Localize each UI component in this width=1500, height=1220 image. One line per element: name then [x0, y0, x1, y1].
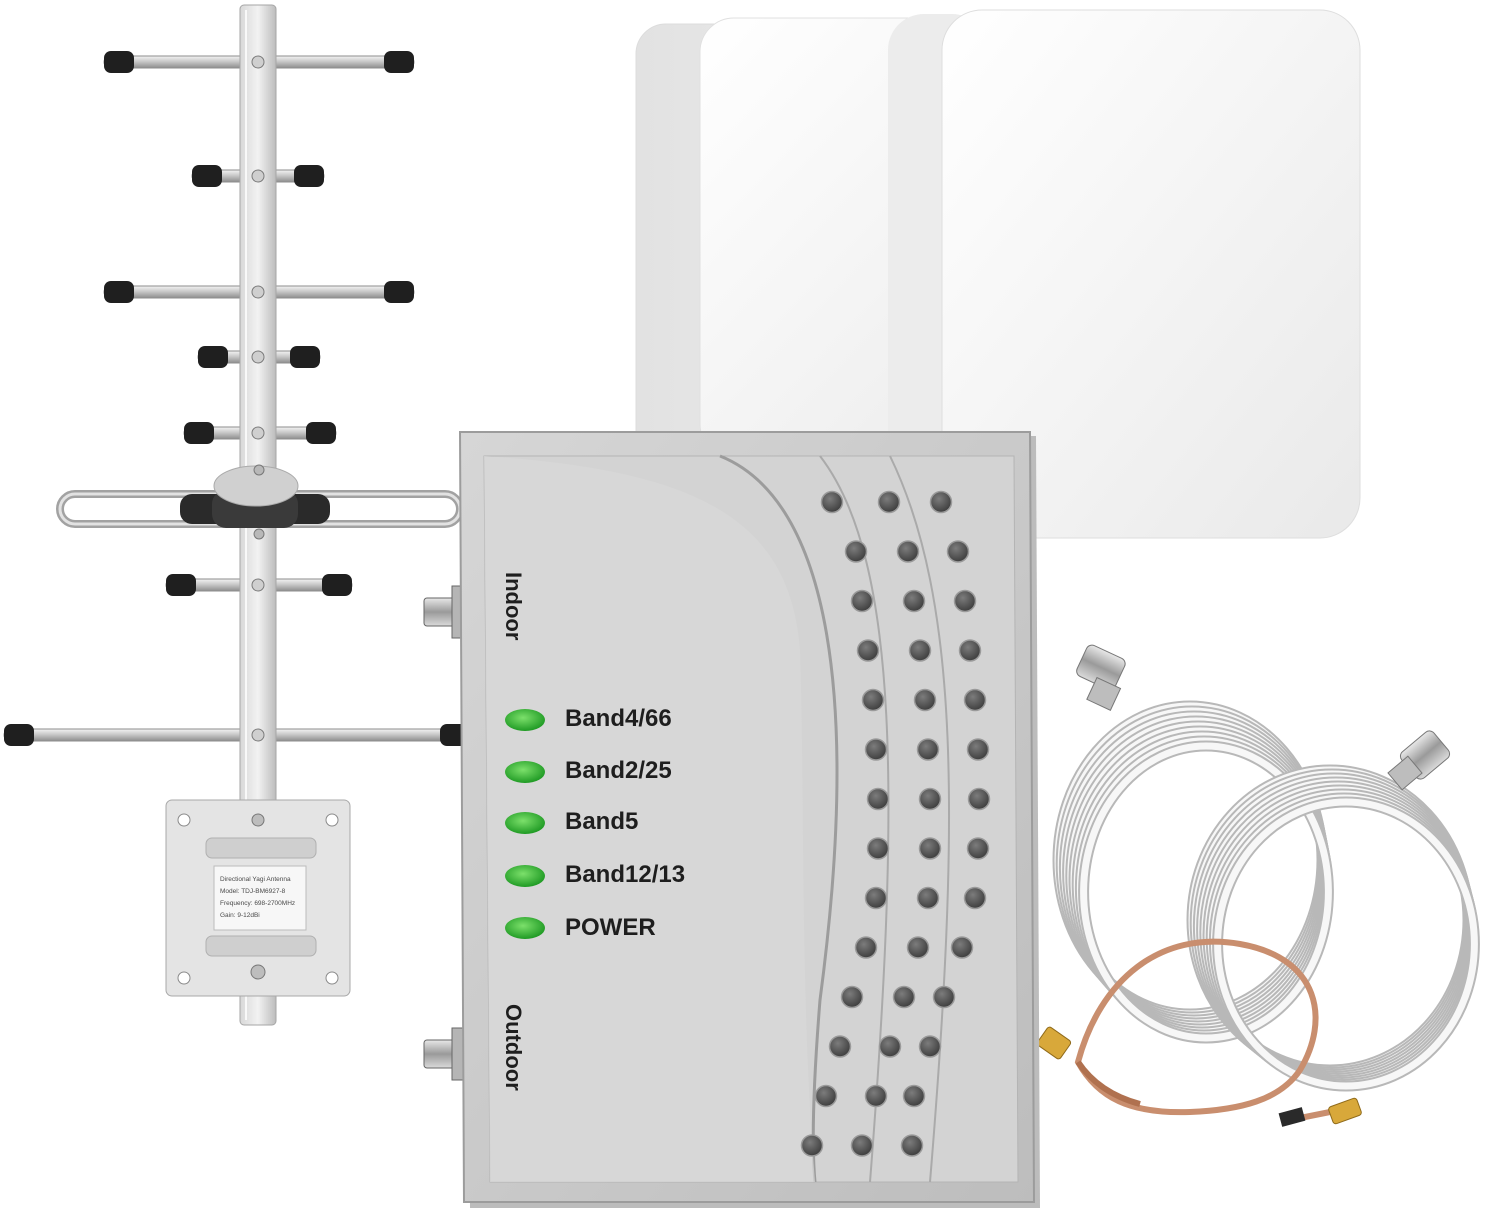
label-band12-13: Band12/13	[565, 861, 685, 888]
vent-hole	[953, 589, 977, 613]
yagi-bolt	[251, 350, 265, 364]
vent-hole	[844, 540, 868, 563]
vent-hole	[866, 787, 890, 811]
vent-hole	[918, 1035, 942, 1058]
indoor-port-label: Indoor	[501, 572, 526, 641]
yagi-outdoor-antenna: Directional Yagi Antenna Model: TDJ-BM69…	[3, 4, 471, 1026]
indicator-band4-66: Band4/66	[505, 705, 672, 732]
label-band4-66: Band4/66	[565, 705, 672, 732]
vent-hole	[864, 886, 888, 910]
cable-loop-highlight	[1214, 798, 1478, 1090]
vent-hole	[966, 837, 990, 860]
vent-hole	[800, 1134, 824, 1157]
label-power: POWER	[565, 914, 656, 941]
vent-hole	[854, 936, 878, 959]
booster-ventilation-holes	[800, 490, 991, 1157]
vent-hole	[908, 639, 932, 662]
vent-hole	[902, 1084, 926, 1108]
yagi-sticker-line-4: Gain: 9-12dBi	[220, 912, 260, 919]
vent-hole	[892, 985, 916, 1009]
yagi-sticker-line-3: Frequency: 698-2700MHz	[220, 900, 295, 907]
vent-hole	[950, 936, 974, 959]
vent-hole	[929, 490, 953, 514]
n-connector-2	[1387, 730, 1451, 791]
vent-hole	[878, 1035, 902, 1058]
yagi-bolts	[251, 55, 265, 742]
yagi-elements	[3, 51, 471, 746]
yagi-bolt	[251, 55, 265, 69]
n-connector-1	[1076, 644, 1126, 711]
yagi-bolt	[251, 169, 265, 183]
vent-hole	[932, 985, 956, 1009]
panel-antenna-front	[888, 9, 1361, 539]
vent-hole	[906, 936, 930, 959]
vent-hole	[918, 787, 942, 811]
yagi-bolt	[251, 426, 265, 440]
yagi-bolt	[251, 285, 265, 299]
vent-hole	[963, 688, 987, 712]
led-band4-66	[505, 709, 545, 731]
vent-hole	[814, 1084, 838, 1108]
vent-hole	[900, 1134, 924, 1157]
indoor-panel-antennas	[635, 9, 1361, 539]
led-band5	[505, 812, 545, 834]
coax-cable-coil-large	[1052, 700, 1334, 1044]
coax-cable-coils	[1036, 644, 1480, 1127]
yagi-sticker-line-1: Directional Yagi Antenna	[220, 876, 291, 883]
indicator-band2-25: Band2/25	[505, 757, 672, 784]
vent-hole	[913, 688, 937, 712]
signal-booster-unit: Indoor Outdoor Band4/66 Band2/25 Band5 B…	[423, 431, 1040, 1208]
sma-pigtail-cable	[1036, 938, 1362, 1127]
vent-hole	[902, 589, 926, 613]
vent-hole	[877, 490, 901, 514]
label-band5: Band5	[565, 808, 638, 835]
vent-hole	[896, 540, 920, 563]
vent-hole	[850, 1134, 874, 1157]
yagi-director-7	[3, 724, 471, 746]
yagi-driven-dipole	[56, 464, 464, 540]
vent-hole	[861, 688, 885, 712]
yagi-mounting-plate: Directional Yagi Antenna Model: TDJ-BM69…	[165, 799, 351, 997]
vent-hole	[856, 639, 880, 662]
yagi-sticker-line-2: Model: TDJ-BM6927-8	[220, 888, 286, 895]
vent-hole	[918, 837, 942, 860]
vent-hole	[866, 837, 890, 860]
vent-hole	[850, 589, 874, 613]
led-band2-25	[505, 761, 545, 783]
vent-hole	[966, 738, 990, 761]
vent-hole	[916, 886, 940, 910]
indicator-band12-13: Band12/13	[505, 861, 685, 888]
vent-hole	[864, 738, 888, 761]
vent-hole	[864, 1084, 888, 1108]
yagi-bolt	[251, 728, 265, 742]
vent-hole	[828, 1035, 852, 1058]
outdoor-port-label: Outdoor	[501, 1004, 526, 1091]
led-power	[505, 917, 545, 939]
yagi-director-2	[191, 165, 325, 187]
indicator-power: POWER	[505, 914, 656, 941]
vent-hole	[946, 540, 970, 563]
label-band2-25: Band2/25	[565, 757, 672, 784]
vent-hole	[840, 985, 864, 1009]
cable-loop-highlight	[1080, 742, 1332, 1042]
vent-hole	[963, 886, 987, 910]
vent-hole	[916, 738, 940, 761]
vent-hole	[967, 787, 991, 811]
vent-hole	[820, 490, 844, 514]
indicator-band5: Band5	[505, 808, 638, 835]
yagi-bolt	[251, 578, 265, 592]
led-band12-13	[505, 865, 545, 887]
outdoor-port-connector	[423, 1027, 469, 1081]
vent-hole	[958, 639, 982, 662]
